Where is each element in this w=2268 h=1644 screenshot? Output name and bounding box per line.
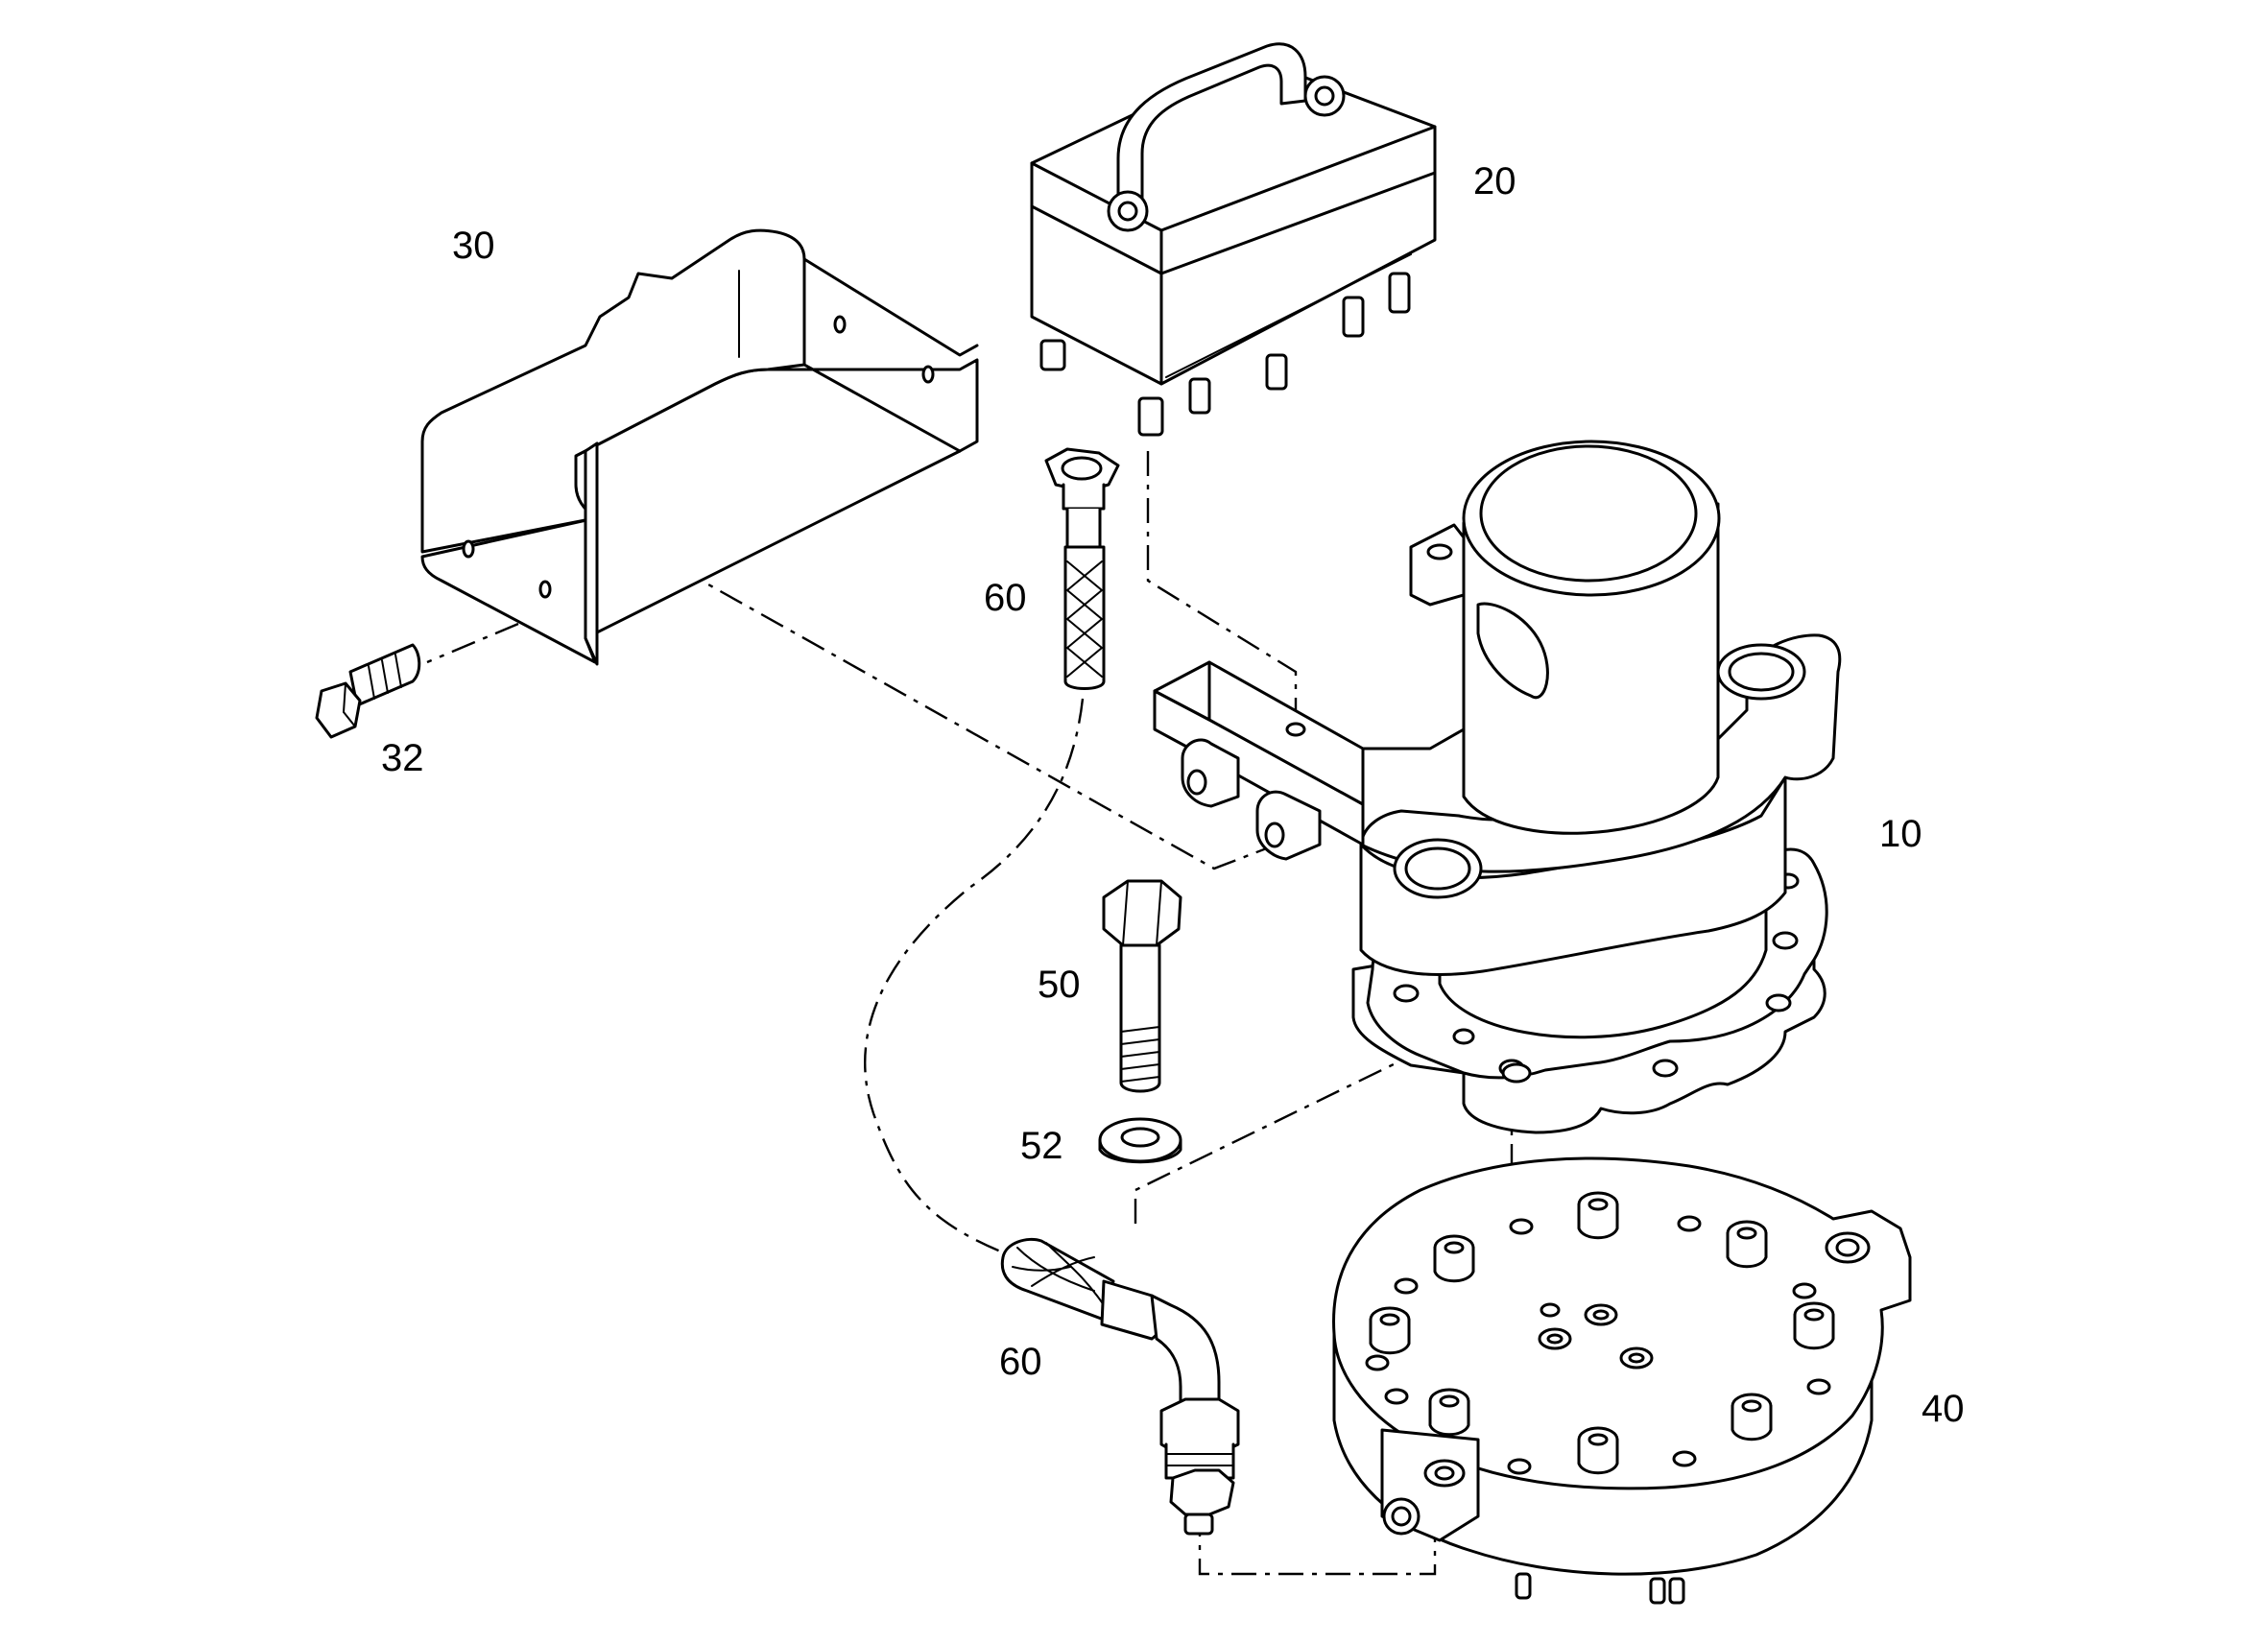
baseplate-part-40 [1332, 1156, 1912, 1605]
callout-40: 40 [1922, 1388, 1965, 1430]
callout-60-lower: 60 [999, 1341, 1042, 1383]
callout-32: 32 [381, 737, 424, 779]
bolt-part-50 [1102, 879, 1182, 1093]
callout-52: 52 [1020, 1125, 1063, 1167]
valve-body-part-10 [1153, 440, 1842, 1134]
callout-30: 30 [452, 225, 495, 267]
washer-part-52 [1098, 1117, 1182, 1164]
callout-20: 20 [1473, 160, 1516, 203]
callout-50: 50 [1038, 964, 1081, 1006]
callouts: 10 20 30 32 40 50 52 60 60 [381, 160, 1965, 1430]
callout-60-upper: 60 [984, 577, 1027, 619]
hose-part-60-upper [1044, 447, 1120, 690]
bolt-part-32 [315, 643, 421, 739]
bracket-part-30 [420, 228, 979, 666]
hose-part-60-lower [1000, 1237, 1240, 1536]
plate-holes [1365, 1215, 1831, 1475]
module-part-20 [1030, 42, 1437, 437]
callout-10: 10 [1879, 813, 1922, 855]
socket-bolts [1369, 1191, 1835, 1475]
